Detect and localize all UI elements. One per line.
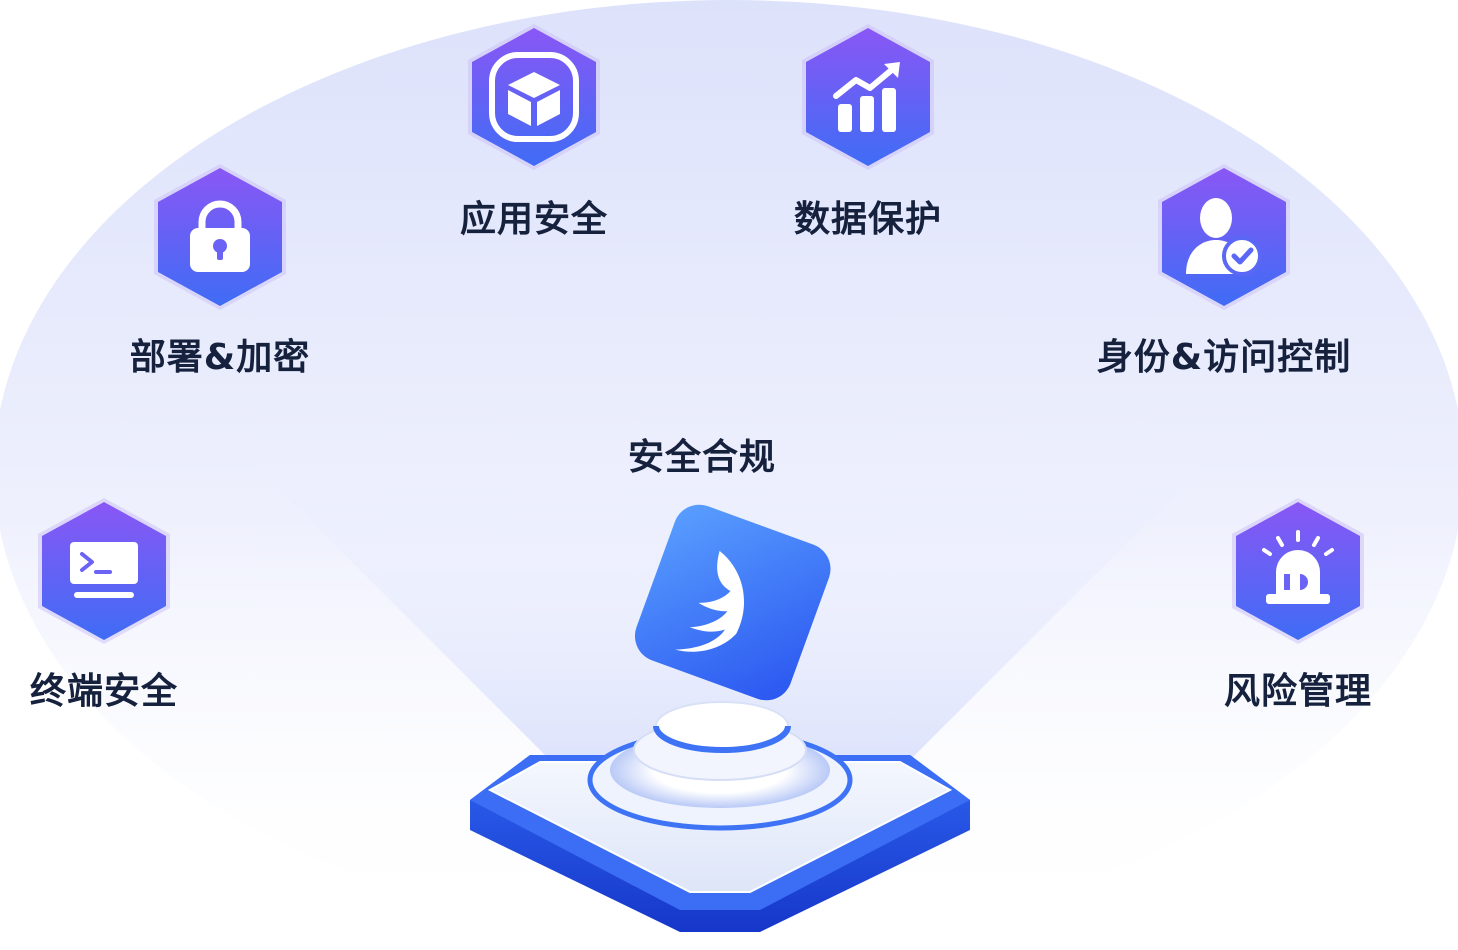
label-endpoint-security: 终端安全 [29, 671, 179, 712]
hexagon-badge [154, 164, 286, 310]
hexagon-badge [38, 498, 170, 644]
cube-icon [489, 52, 579, 142]
bar-chart-trend-icon [833, 62, 900, 132]
node-risk-management [1228, 496, 1368, 646]
label-risk-management: 风险管理 [1223, 671, 1373, 712]
alarm-light-icon [1262, 530, 1334, 604]
hexagon-badge [1232, 498, 1364, 644]
hexagon-badge [802, 24, 934, 170]
label-data-protection: 数据保护 [793, 199, 943, 240]
terminal-icon [70, 542, 138, 598]
node-endpoint-security [34, 496, 174, 646]
hexagon-badge [1158, 164, 1290, 310]
label-app-security: 应用安全 [459, 199, 609, 240]
user-check-icon [1186, 198, 1262, 276]
center-label: 安全合规 [627, 437, 777, 478]
label-identity-access: 身份&访问控制 [1096, 337, 1352, 378]
label-deploy-encrypt: 部署&加密 [129, 337, 311, 378]
central-platform [470, 504, 970, 932]
wing-logo-icon [634, 504, 831, 701]
node-identity-access [1154, 162, 1294, 312]
node-deploy-encrypt [150, 162, 290, 312]
lock-icon [190, 200, 250, 272]
node-app-security [464, 22, 604, 172]
hexagon-badge [468, 24, 600, 170]
node-data-protection [798, 22, 938, 172]
